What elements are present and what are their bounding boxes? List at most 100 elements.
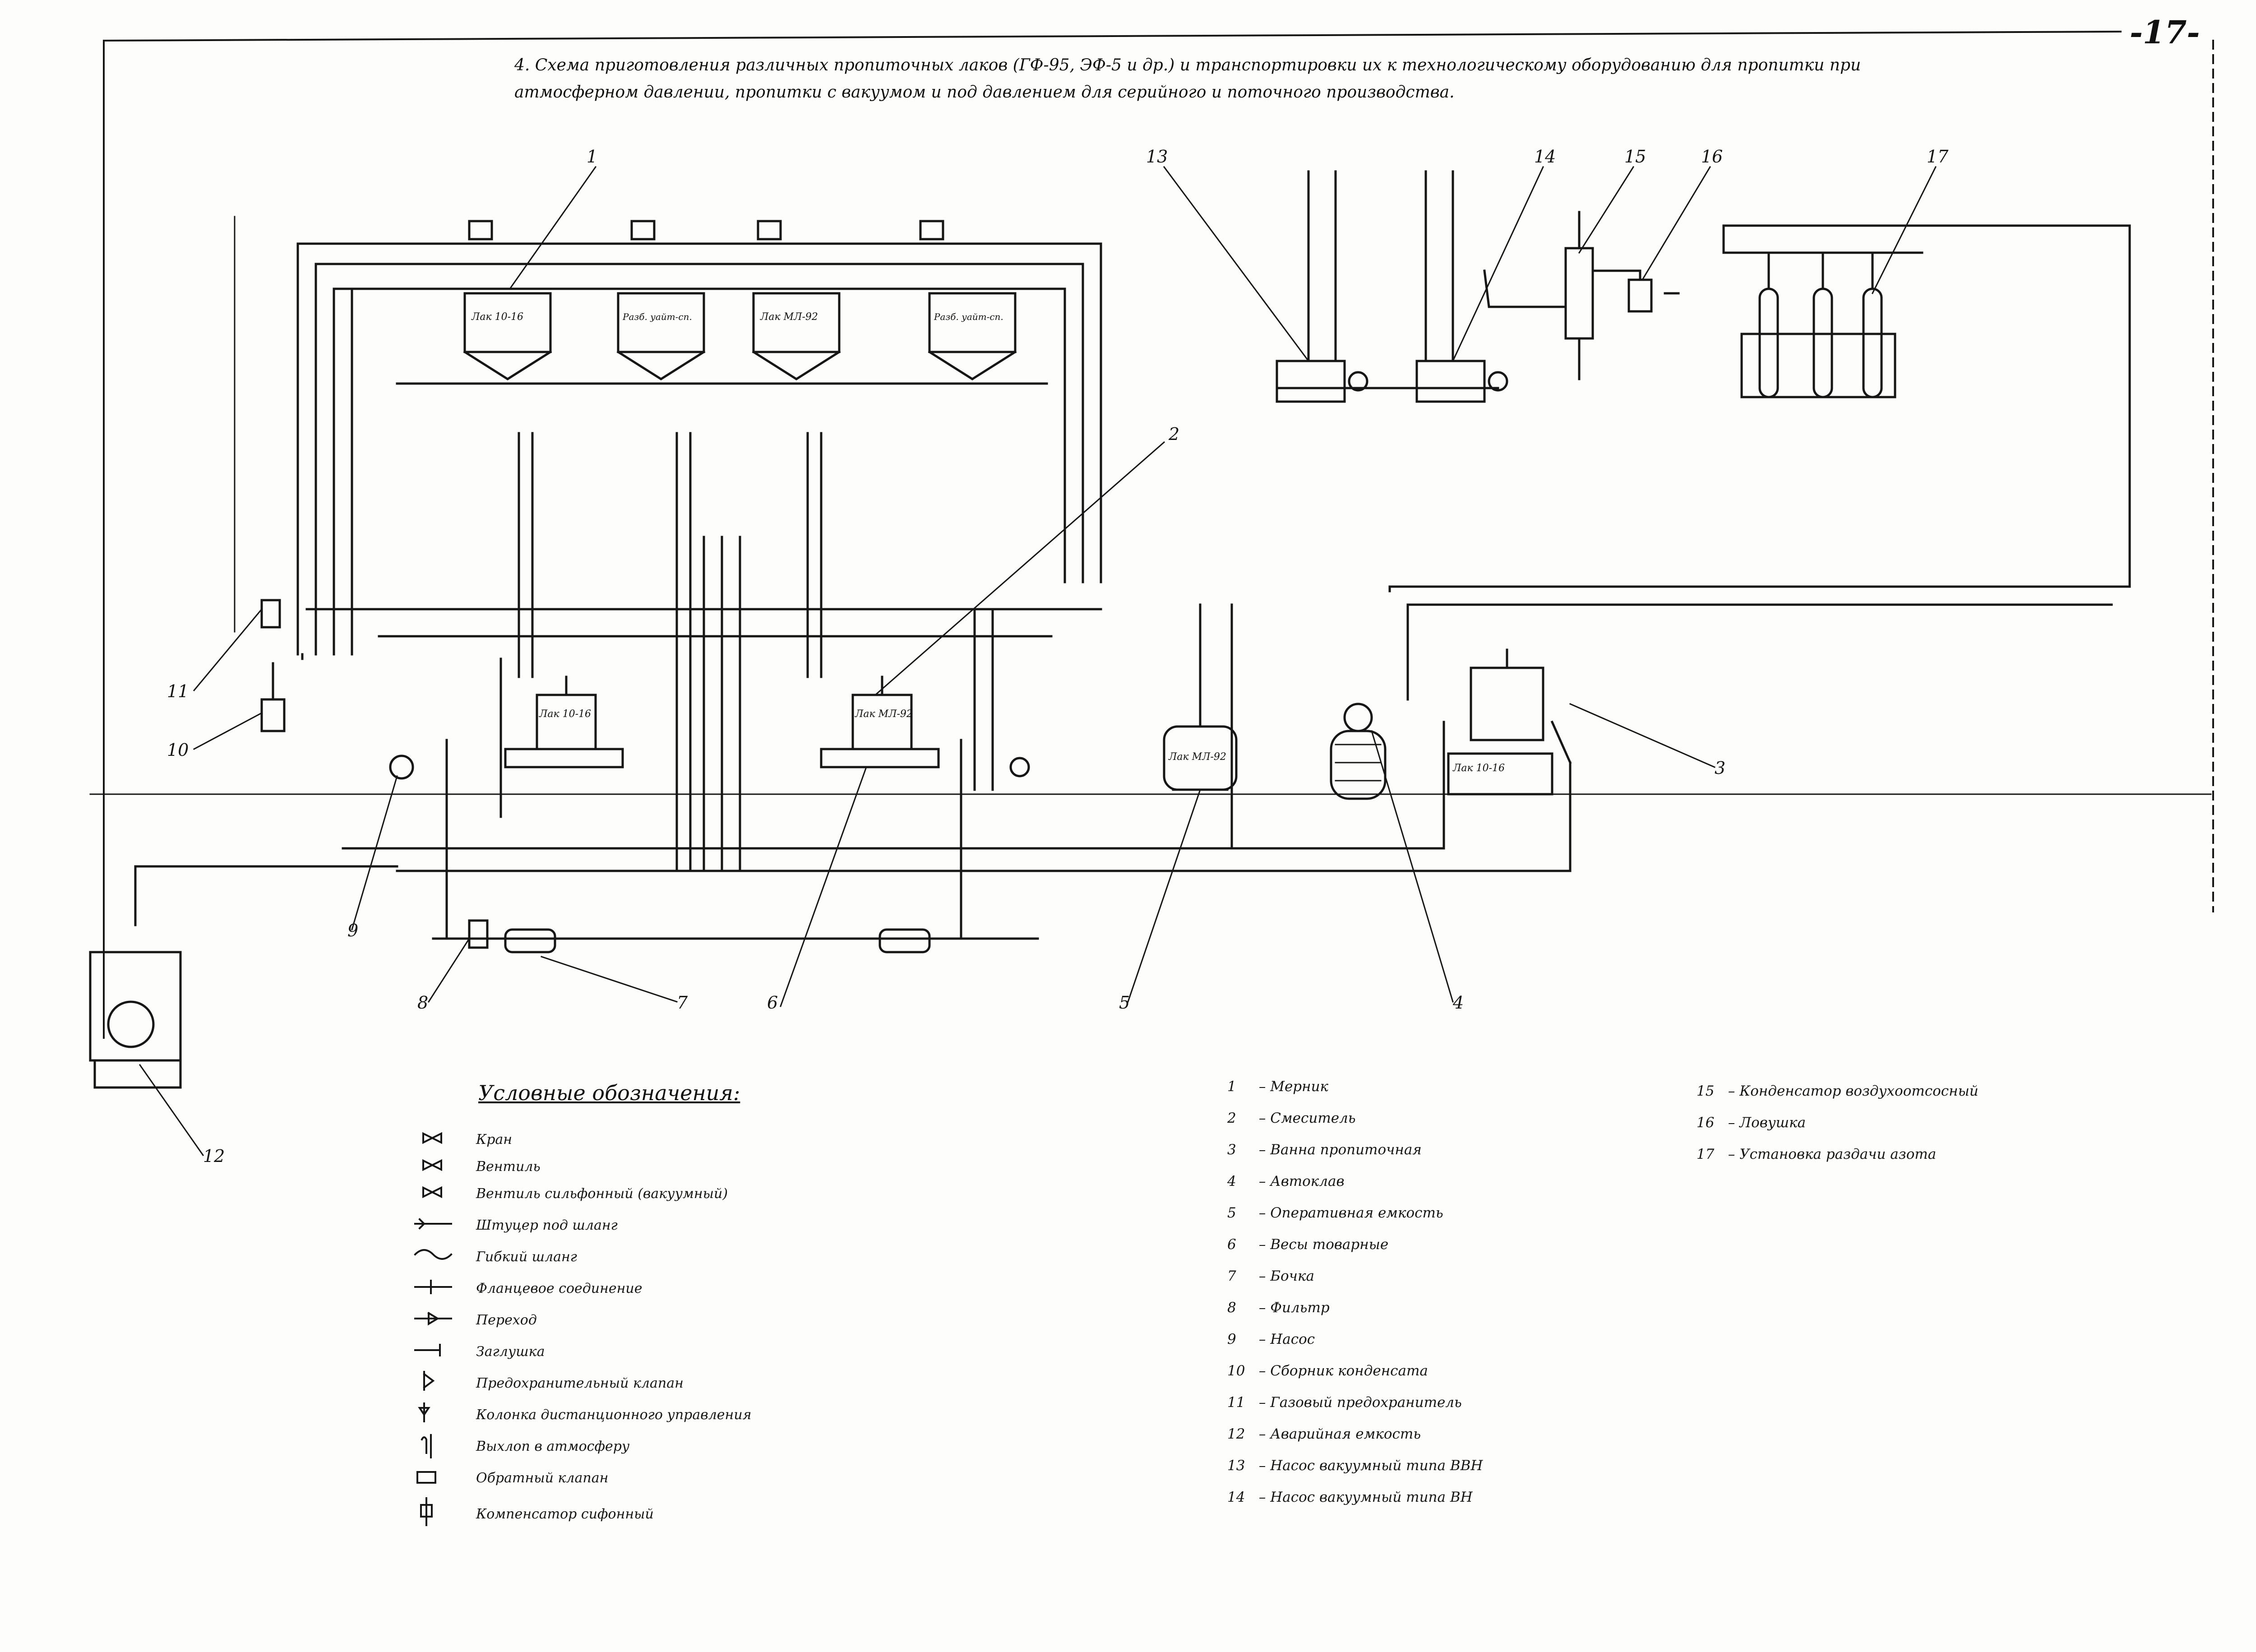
component-row: 3 – Ванна пропиточная (1227, 1142, 1422, 1158)
vessel-label-mixer-2: Лак МЛ-92 (855, 708, 913, 720)
component-label: Аварийная емкость (1270, 1426, 1421, 1442)
vessel-label-measure-4: Разб. уайт-сп. (934, 311, 1003, 322)
trap (1591, 269, 1680, 313)
component-row: 17 – Установка раздачи азота (1697, 1146, 1937, 1162)
tag-7: 7 (677, 993, 688, 1013)
component-num: 10 (1227, 1363, 1245, 1379)
legend-label: Заглушка (476, 1344, 545, 1360)
tag-1: 1 (587, 147, 598, 167)
tag-4: 4 (1453, 993, 1464, 1013)
legend-label: Штуцер под шланг (476, 1217, 618, 1233)
legend-label: Предохранительный клапан (476, 1375, 684, 1391)
component-label: Установка раздачи азота (1739, 1146, 1937, 1162)
component-num: 14 (1227, 1489, 1245, 1505)
component-row: 14 – Насос вакуумный типа ВН (1227, 1489, 1473, 1505)
component-row: 2 – Смеситель (1227, 1110, 1356, 1126)
legend-item: Вентиль (415, 1155, 911, 1182)
nitrogen-unit (1722, 224, 1923, 398)
legend-item: Фланцевое соединение (415, 1277, 911, 1304)
legend-item: Штуцер под шланг (415, 1214, 911, 1241)
pipe-headers (134, 224, 2131, 940)
tag-14: 14 (1534, 147, 1556, 167)
legend-label: Вентиль сильфонный (вакуумный) (476, 1186, 728, 1202)
component-row: 5 – Оперативная емкость (1227, 1205, 1443, 1221)
filter (468, 919, 489, 949)
component-num: 6 (1227, 1236, 1236, 1253)
vessel-label-measure-3: Лак МЛ-92 (760, 311, 818, 323)
vessel-label-bath-3: Лак 10-16 (1453, 763, 1505, 774)
component-label: Бочка (1270, 1268, 1314, 1284)
tag-3: 3 (1715, 758, 1726, 778)
component-num: 13 (1227, 1458, 1245, 1474)
sheet-frame (89, 30, 2214, 1039)
legend-item: Гибкий шланг (415, 1245, 911, 1273)
impregnation-bath (1447, 648, 1572, 796)
vacuum-pump-14 (1415, 170, 1508, 403)
barrels (504, 928, 931, 953)
condensate-collector (260, 662, 286, 732)
component-row: 8 – Фильтр (1227, 1300, 1330, 1316)
tag-12: 12 (203, 1146, 225, 1166)
legend-label: Кран (476, 1132, 513, 1148)
component-label: Ванна пропиточная (1270, 1142, 1422, 1158)
component-label: Оперативная емкость (1270, 1205, 1443, 1221)
tag-17: 17 (1927, 147, 1949, 167)
legend-item: Заглушка (415, 1340, 911, 1367)
autoclave (1330, 703, 1387, 800)
legend-symbols (414, 1132, 453, 1526)
component-num: 15 (1697, 1083, 1715, 1099)
component-num: 5 (1227, 1205, 1236, 1221)
legend-item: Предохранительный клапан (415, 1372, 911, 1399)
legend-item: Компенсатор сифонный (415, 1503, 911, 1530)
tag-13: 13 (1146, 147, 1168, 167)
tag-5: 5 (1119, 993, 1130, 1013)
tag-15: 15 (1624, 147, 1646, 167)
pipe-risers (234, 216, 1572, 940)
tag-16: 16 (1701, 147, 1723, 167)
legend-heading: Условные обозначения: (478, 1081, 740, 1105)
tag-6: 6 (767, 993, 778, 1013)
legend-item: Выхлоп в атмосферу (415, 1435, 911, 1462)
legend-item: Обратный клапан (415, 1467, 911, 1494)
vessel-label-mixer-1: Лак 10-16 (539, 708, 592, 720)
legend-label: Компенсатор сифонный (476, 1506, 654, 1522)
tag-11: 11 (167, 681, 189, 701)
emergency-tank (89, 951, 182, 1089)
gas-fuse (260, 599, 281, 629)
component-label: Смеситель (1270, 1110, 1356, 1126)
component-num: 3 (1227, 1142, 1236, 1158)
component-label: Насос вакуумный типа ВВН (1270, 1458, 1483, 1474)
component-row: 12 – Аварийная емкость (1227, 1426, 1421, 1442)
legend-label: Гибкий шланг (476, 1249, 577, 1265)
legend-item: Кран (415, 1128, 911, 1155)
component-label: Автоклав (1270, 1173, 1345, 1189)
tag-9: 9 (347, 921, 359, 940)
legend-item: Переход (415, 1309, 911, 1336)
pump-9 (389, 754, 1030, 780)
component-row: 7 – Бочка (1227, 1268, 1314, 1284)
mixer-2 (820, 676, 940, 768)
legend-label: Обратный клапан (476, 1470, 609, 1486)
component-label: Ловушка (1739, 1115, 1806, 1131)
leader-lines (139, 166, 1937, 1157)
vessel-label-measure-2: Разб. уайт-сп. (623, 311, 692, 322)
legend-label: Фланцевое соединение (476, 1281, 643, 1296)
vacuum-pump-13 (1276, 170, 1368, 403)
page-number: -17- (2130, 14, 2200, 51)
legend-label: Вентиль (476, 1159, 541, 1175)
measure-tank-1 (463, 292, 552, 380)
component-num: 4 (1227, 1173, 1236, 1189)
component-label: Сборник конденсата (1270, 1363, 1428, 1379)
measure-tank-2 (616, 292, 706, 380)
component-num: 12 (1227, 1426, 1245, 1442)
tag-10: 10 (167, 740, 189, 760)
component-label: Конденсатор воздухоотсосный (1739, 1083, 1979, 1099)
component-num: 7 (1227, 1268, 1236, 1284)
legend-label: Колонка дистанционного управления (476, 1407, 752, 1423)
vessel-label-tank-5: Лак МЛ-92 (1169, 751, 1226, 763)
component-label: Насос (1270, 1331, 1315, 1347)
legend-label: Выхлоп в атмосферу (476, 1439, 630, 1454)
component-num: 16 (1697, 1115, 1715, 1131)
